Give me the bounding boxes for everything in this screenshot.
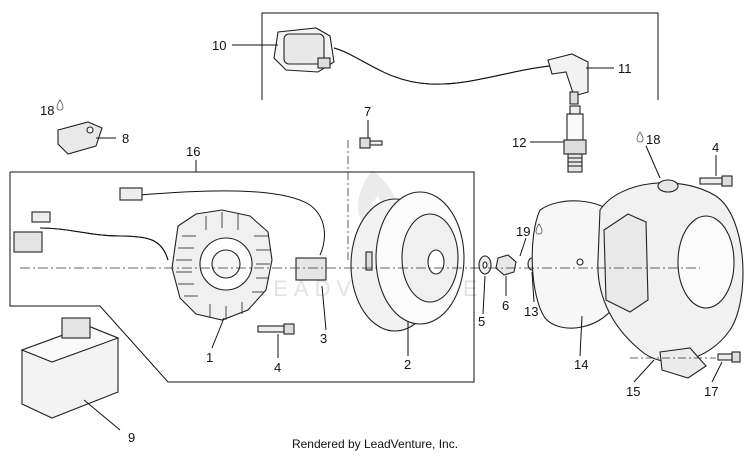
- bolt-7: [359, 137, 383, 149]
- callouts: 10 11 12 18 8 7 16 18 4 19 1 3 2 4 5 6 1…: [40, 38, 719, 445]
- callout-11: 11: [618, 61, 632, 76]
- callout-5: 5: [478, 314, 485, 329]
- nut-6: [495, 254, 517, 276]
- cdi-module: [20, 317, 120, 419]
- callout-14: 14: [574, 357, 588, 372]
- stator-cover: [597, 179, 744, 379]
- connector-main: [13, 231, 43, 253]
- callout-15: 15: [626, 384, 640, 399]
- group-box-10: [261, 12, 659, 100]
- callout-9: 9: [128, 430, 135, 445]
- render-credit: Rendered by LeadVenture, Inc.: [291, 437, 459, 451]
- callout-4-upper: 4: [712, 140, 719, 155]
- callout-1: 1: [206, 350, 213, 365]
- spark-plug: [563, 105, 587, 173]
- bracket-part: [57, 121, 103, 155]
- pickup-sensor: [295, 257, 327, 281]
- stator: [171, 209, 273, 321]
- connector-small-2: [31, 211, 51, 223]
- drop-icon: [56, 99, 64, 111]
- bolt-17: [717, 351, 741, 363]
- bolt-4-upper: [699, 175, 733, 187]
- gasket-hole: [576, 258, 584, 266]
- wiring-harness: [13, 187, 327, 281]
- callout-10: 10: [212, 38, 226, 53]
- callout-13: 13: [524, 304, 538, 319]
- connector-small: [119, 187, 143, 201]
- callout-18-cover: 18: [646, 132, 660, 147]
- bolt-4-lower: [257, 323, 295, 335]
- callout-3: 3: [320, 331, 327, 346]
- leader-lines: [83, 44, 723, 431]
- drop-icon: [535, 223, 543, 235]
- ignition-coil-assembly: [273, 27, 589, 105]
- washer-5-hole: [482, 261, 488, 269]
- callout-4-lower: 4: [274, 360, 281, 375]
- callout-16: 16: [186, 144, 200, 159]
- bracket-hole: [86, 126, 94, 134]
- callout-17: 17: [704, 384, 718, 399]
- callout-8: 8: [122, 131, 129, 146]
- callout-7: 7: [364, 104, 371, 119]
- callout-6: 6: [502, 298, 509, 313]
- callout-2: 2: [404, 357, 411, 372]
- callout-12: 12: [512, 135, 526, 150]
- callout-19: 19: [516, 224, 530, 239]
- group-box-16: [9, 171, 475, 383]
- flywheel: [350, 191, 465, 332]
- callout-18-bracket: 18: [40, 103, 54, 118]
- drop-icon: [636, 131, 644, 143]
